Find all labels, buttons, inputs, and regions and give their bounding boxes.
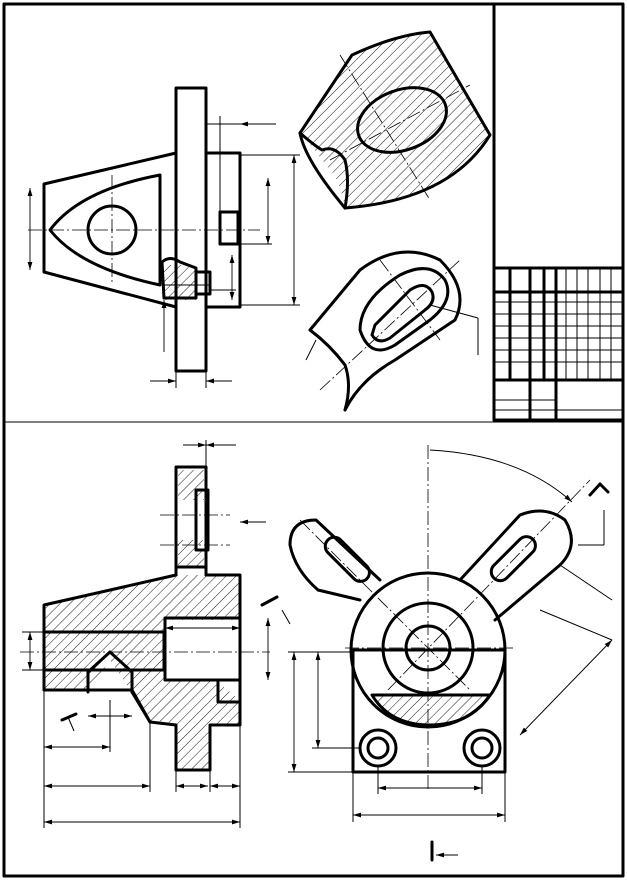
title-block-grid — [492, 266, 625, 422]
side-view-top-left — [27, 86, 300, 388]
front-section-view — [20, 440, 291, 828]
slot-detail-view — [305, 250, 479, 412]
top-view-bottom-right — [288, 445, 613, 862]
section-view-top-right — [298, 30, 492, 210]
